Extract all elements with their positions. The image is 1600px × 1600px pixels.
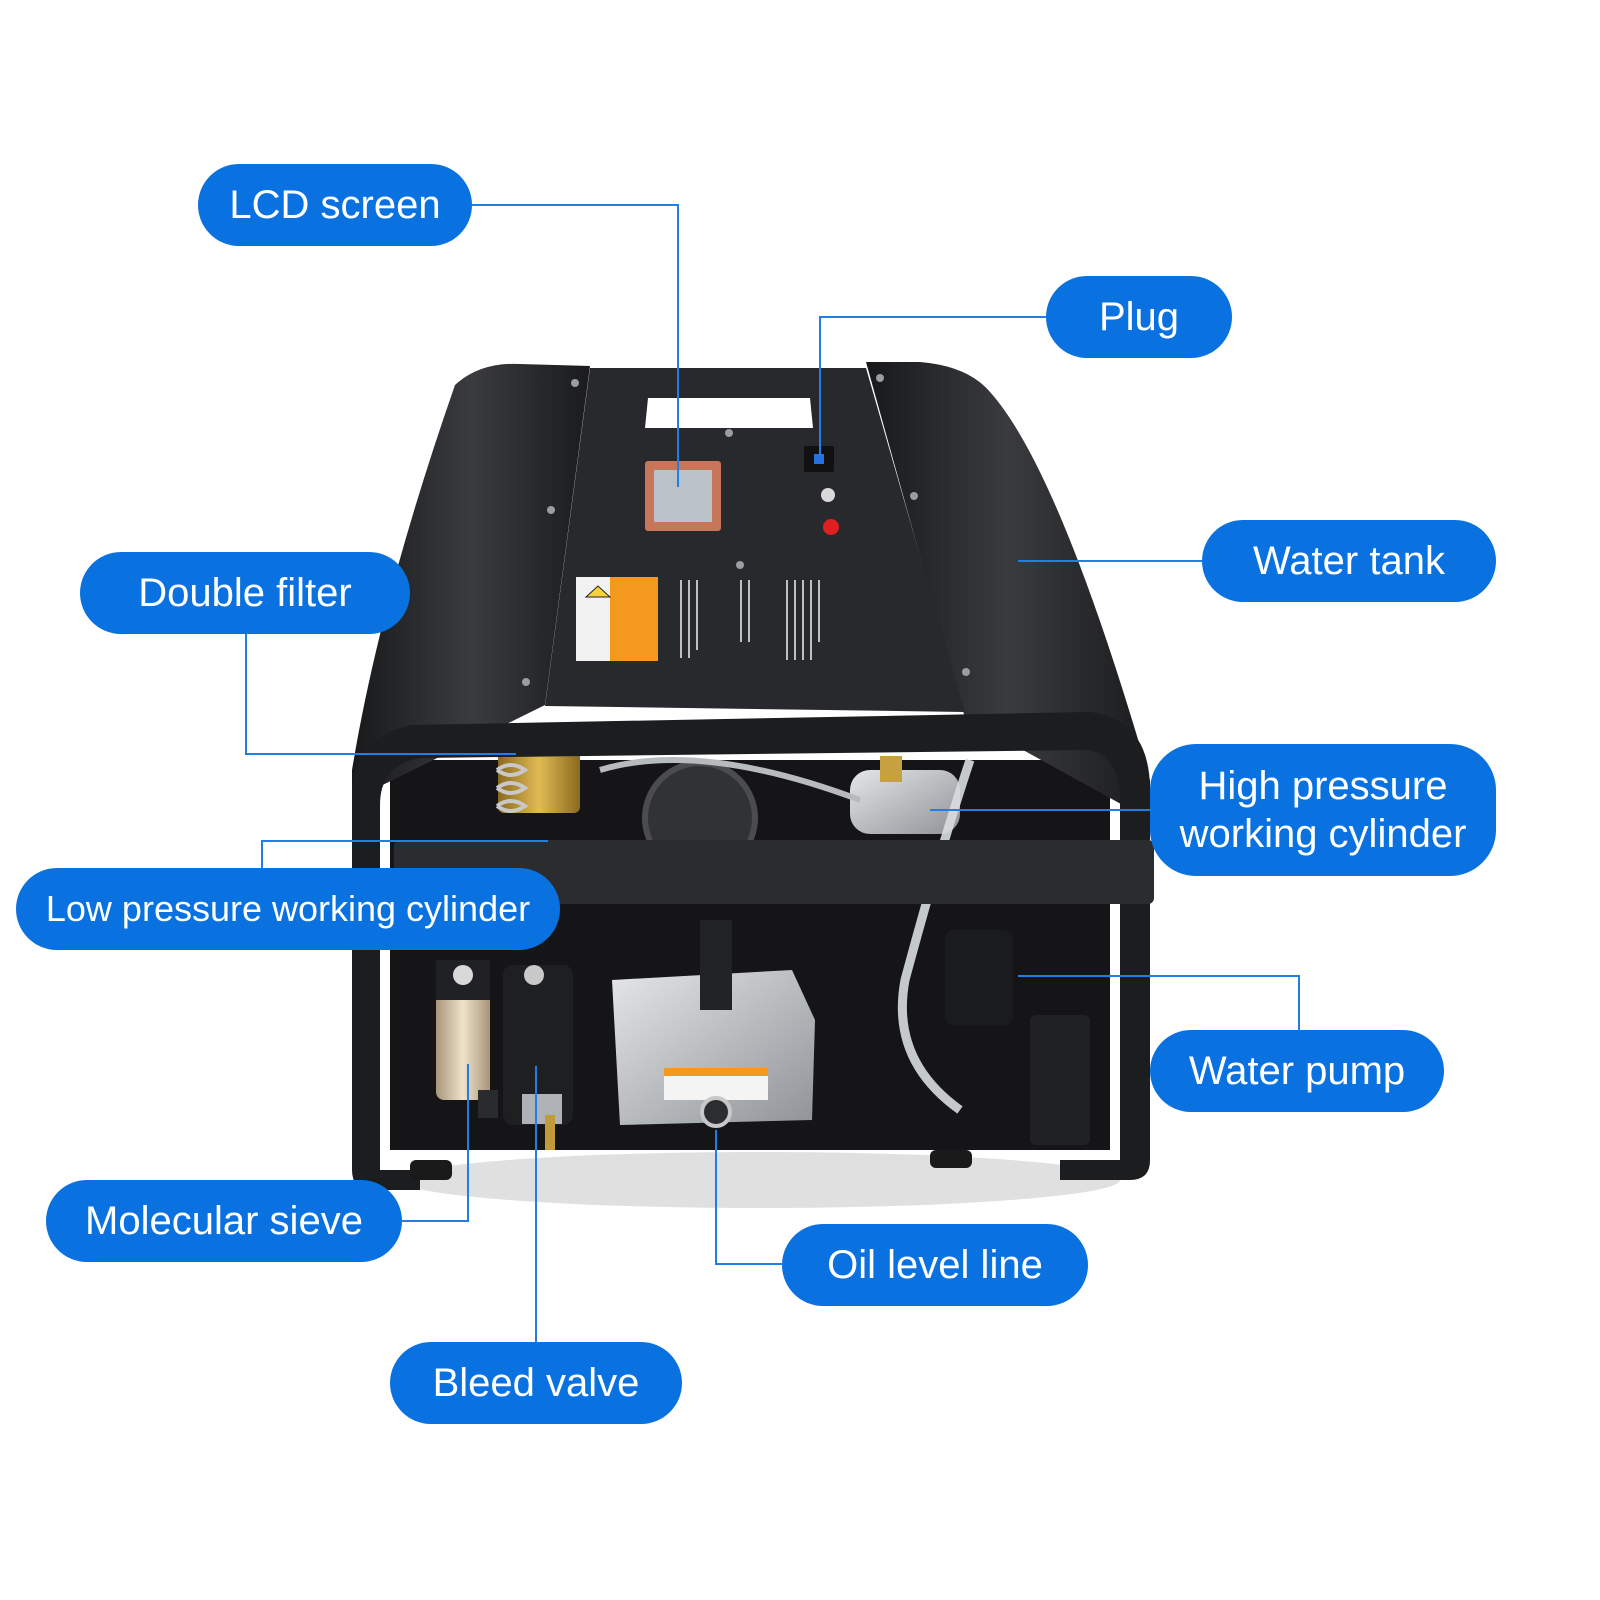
power-button [823,519,839,535]
bleed-valve-callout: Bleed valve [390,1342,682,1424]
warning-sticker [576,577,658,661]
water-tank-right [866,362,1150,820]
screw-3 [547,506,555,514]
screw-7 [736,561,744,569]
screw-8 [725,429,733,437]
screw-5 [522,678,530,686]
leader-lines [245,204,1300,1342]
molecular-sieve-callout: Molecular sieve [46,1180,402,1262]
handle-slot [645,398,813,428]
screw-top-1 [571,379,579,387]
connecting-rod [700,920,732,1010]
foot-left [410,1160,452,1180]
lcd-display [654,470,712,522]
plug-pins [814,454,824,464]
instruction-text-lines [680,580,820,660]
oil-sight-glass [700,1096,732,1128]
leader-wp [1018,975,1300,1030]
water-pump-shape [945,930,1090,1145]
left-tank-cover [352,363,590,800]
oil-level-line-callout: Oil level line [782,1224,1088,1306]
floor-shadow [400,1152,1120,1208]
leader-ms [402,1064,469,1222]
screw-4 [910,492,918,500]
leader-lcd [472,204,679,487]
water-tank-callout: Water tank [1202,520,1496,602]
low-pressure-working-cylinder-callout: Low pressure working cylinder [16,868,560,950]
high-pressure-cylinder-shape [850,756,960,834]
water-hose [897,758,975,1114]
screw-6 [962,668,970,676]
crankcase [612,970,815,1128]
leader-lp [261,840,548,868]
double-filter-callout: Double filter [80,552,410,634]
leader-oil [715,1130,782,1265]
high-pressure-working-cylinder-callout: High pressure working cylinder [1150,744,1496,876]
leader-plug [819,316,1046,457]
air-tubing [599,757,862,803]
leader-filter [245,634,516,755]
screw-top-2 [876,374,884,382]
foot-right [930,1150,972,1168]
plug-callout: Plug [1046,276,1232,358]
molecular-sieve-shape [436,960,498,1118]
double-filter-body [498,743,580,813]
coil-tubing [495,763,529,813]
crossbar [394,840,1154,904]
bleed-valve-stem [545,1115,555,1150]
water-pump-callout: Water pump [1150,1030,1444,1112]
lcd-screen-callout: LCD screen [198,164,472,246]
separator-shape [503,965,573,1150]
gauge-button [821,488,835,502]
